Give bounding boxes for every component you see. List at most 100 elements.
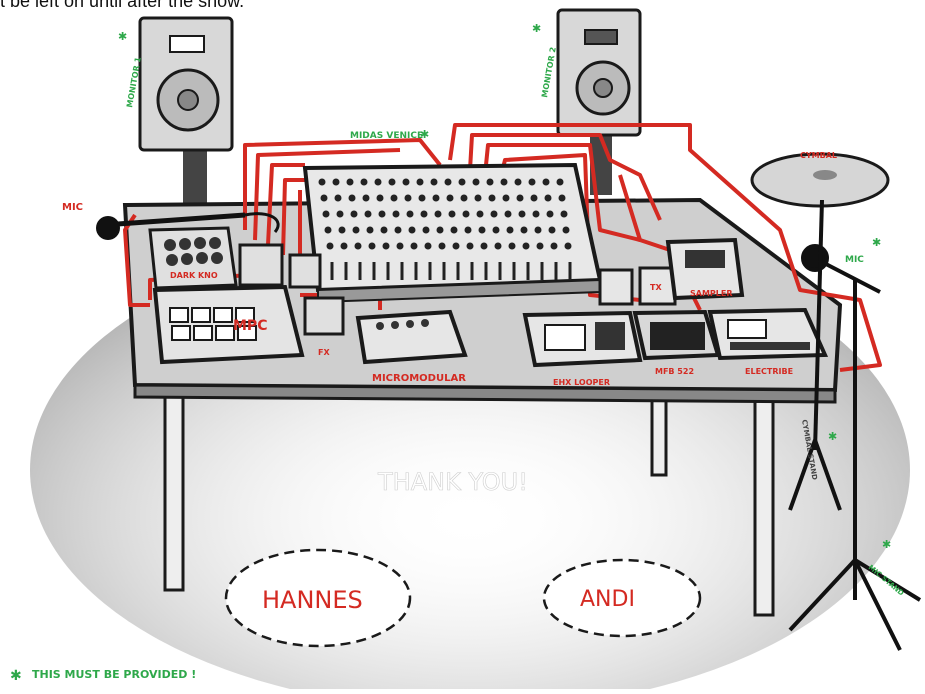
mixer-knob bbox=[353, 227, 360, 234]
mixer-knob bbox=[439, 243, 446, 250]
ehx-looper-label: EHX LOOPER bbox=[553, 378, 610, 387]
asterisk-mic-right: ✱ bbox=[872, 236, 881, 249]
dark-kno-label: DARK KNO bbox=[170, 271, 218, 280]
tx-label: TX bbox=[650, 283, 662, 292]
asterisk-monitor-1: ✱ bbox=[118, 30, 127, 43]
mixer-knob bbox=[495, 243, 502, 250]
mixer-knob bbox=[393, 211, 400, 218]
micromodular-unit bbox=[358, 312, 465, 362]
monitor-1-speaker bbox=[140, 18, 232, 205]
mixer-knob bbox=[319, 179, 326, 186]
cymbal bbox=[752, 154, 888, 206]
mixer-knob bbox=[361, 179, 368, 186]
mixer-knob bbox=[473, 179, 480, 186]
mixer-knob bbox=[535, 227, 542, 234]
mic-right-label: MIC bbox=[845, 255, 864, 265]
mixer-knob bbox=[491, 211, 498, 218]
mixer-knob bbox=[421, 211, 428, 218]
mixer-knob bbox=[365, 211, 372, 218]
mixer-knob bbox=[505, 211, 512, 218]
mixer-knob bbox=[503, 195, 510, 202]
mixer-knob bbox=[463, 211, 470, 218]
electribe-label: ELECTRIBE bbox=[745, 367, 793, 376]
mixer-knob bbox=[417, 179, 424, 186]
mixer-knob bbox=[477, 211, 484, 218]
mixer-knob bbox=[451, 227, 458, 234]
mixer-knob bbox=[381, 227, 388, 234]
hannes-name: HANNES bbox=[262, 586, 363, 614]
mixer-knob bbox=[461, 195, 468, 202]
mixer-knob bbox=[351, 211, 358, 218]
mixer-knob bbox=[377, 195, 384, 202]
mixer-knob bbox=[537, 243, 544, 250]
cymbal-label: CYMBAL bbox=[800, 151, 837, 160]
asterisk-mic-stand: ✱ bbox=[882, 538, 891, 551]
mixer-knob bbox=[435, 211, 442, 218]
mixer-knob bbox=[409, 227, 416, 234]
mixer-knob bbox=[543, 179, 550, 186]
mixer-knob bbox=[375, 179, 382, 186]
mixer-knob bbox=[549, 227, 556, 234]
mfb-522-unit bbox=[635, 312, 718, 358]
mixer-knob bbox=[459, 179, 466, 186]
mixer-label: MIDAS VENICE bbox=[350, 131, 423, 141]
mixer-knob bbox=[403, 179, 410, 186]
ehx-looper-unit bbox=[525, 313, 640, 365]
mixer-knob bbox=[517, 195, 524, 202]
mixer-knob bbox=[411, 243, 418, 250]
mixer-knob bbox=[447, 195, 454, 202]
mixer-knob bbox=[349, 195, 356, 202]
mixer-knob bbox=[407, 211, 414, 218]
mixer-knob bbox=[379, 211, 386, 218]
required-asterisk: ✱ bbox=[10, 668, 22, 684]
mixer-knob bbox=[337, 211, 344, 218]
mixer-knob bbox=[323, 211, 330, 218]
mixer-knob bbox=[521, 227, 528, 234]
mixer-knob bbox=[437, 227, 444, 234]
mixer-knob bbox=[341, 243, 348, 250]
mixer-knob bbox=[561, 211, 568, 218]
sampler-label: SAMPLER bbox=[690, 289, 733, 298]
mixer-knob bbox=[333, 179, 340, 186]
required-note: THIS MUST BE PROVIDED ! bbox=[32, 668, 196, 681]
mic-left-label: MIC bbox=[62, 202, 83, 213]
mixer-knob bbox=[363, 195, 370, 202]
mixer-knob bbox=[453, 243, 460, 250]
mixer-knob bbox=[433, 195, 440, 202]
mixer-knob bbox=[479, 227, 486, 234]
mixer-knob bbox=[565, 243, 572, 250]
mixer-knob bbox=[465, 227, 472, 234]
mixer-knob bbox=[389, 179, 396, 186]
mixer-knob bbox=[559, 195, 566, 202]
andi-bubble: ANDI bbox=[544, 560, 700, 636]
mixer-knob bbox=[423, 227, 430, 234]
mfb-522-label: MFB 522 bbox=[655, 367, 694, 376]
mixer-knob bbox=[383, 243, 390, 250]
mixer-knob bbox=[557, 179, 564, 186]
midas-venice-mixer bbox=[305, 165, 600, 302]
mixer-knob bbox=[533, 211, 540, 218]
mixer-knob bbox=[325, 227, 332, 234]
mixer-knob bbox=[519, 211, 526, 218]
mixer-knob bbox=[391, 195, 398, 202]
mixer-knob bbox=[529, 179, 536, 186]
mixer-knob bbox=[445, 179, 452, 186]
electribe-unit bbox=[710, 310, 825, 358]
asterisk-mixer: ✱ bbox=[420, 128, 429, 141]
mixer-knob bbox=[531, 195, 538, 202]
mixer-knob bbox=[475, 195, 482, 202]
mixer-knob bbox=[489, 195, 496, 202]
asterisk-cymbal-stand: ✱ bbox=[828, 430, 837, 443]
mixer-knob bbox=[563, 227, 570, 234]
mpc-unit bbox=[155, 287, 302, 362]
mixer-knob bbox=[327, 243, 334, 250]
mixer-knob bbox=[547, 211, 554, 218]
andi-name: ANDI bbox=[580, 587, 635, 612]
mixer-knob bbox=[509, 243, 516, 250]
mixer-knob bbox=[487, 179, 494, 186]
mixer-knob bbox=[339, 227, 346, 234]
mixer-knob bbox=[523, 243, 530, 250]
micromodular-label: MICROMODULAR bbox=[372, 373, 466, 384]
